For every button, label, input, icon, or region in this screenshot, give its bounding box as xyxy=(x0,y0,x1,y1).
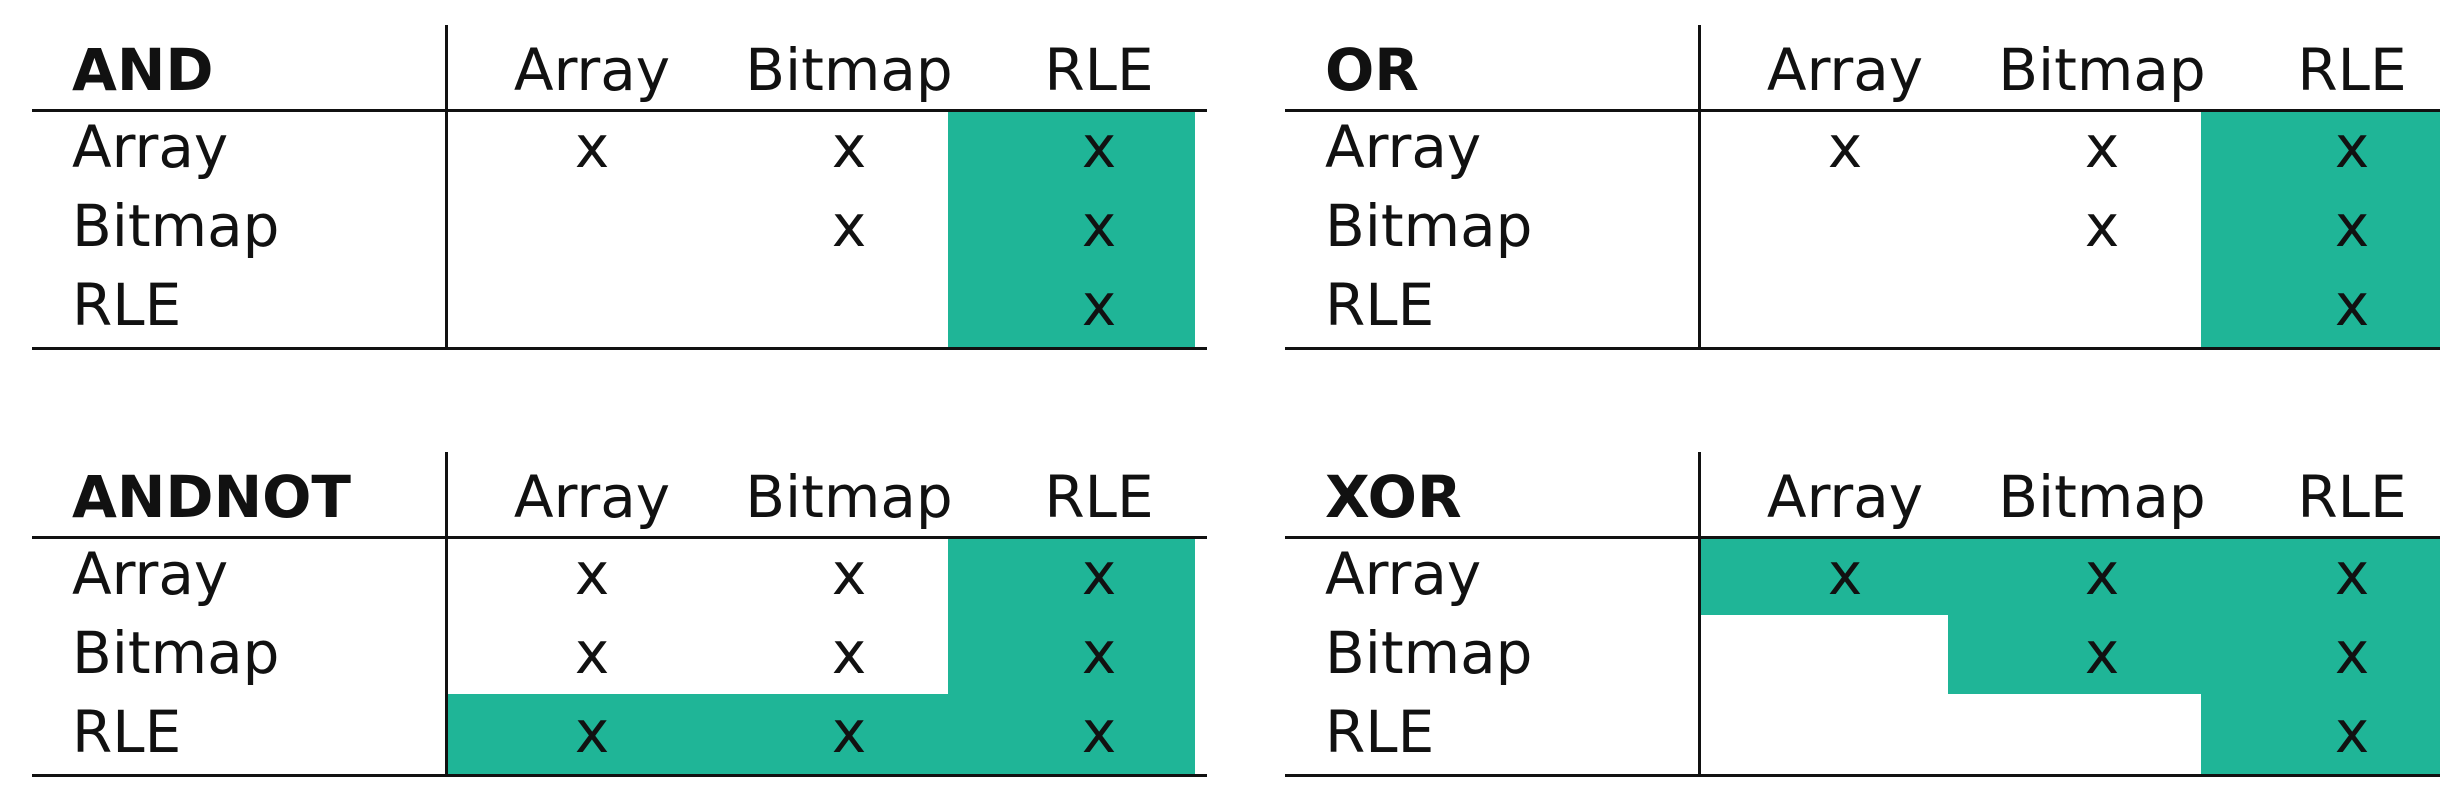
row-header: Array xyxy=(72,540,229,608)
highlight-cell xyxy=(948,188,1195,267)
cell-mark: x xyxy=(2334,698,2370,766)
column-header: Array xyxy=(1766,36,1924,104)
header-rule xyxy=(32,109,1207,112)
row-header: RLE xyxy=(1325,271,1435,339)
column-header: Bitmap xyxy=(1998,36,2206,104)
cell-mark: x xyxy=(831,192,867,260)
column-header: RLE xyxy=(2297,36,2407,104)
cell-mark: x xyxy=(2084,113,2120,181)
highlight-cell xyxy=(1948,536,2201,615)
row-header: RLE xyxy=(72,271,182,339)
cell-mark: x xyxy=(1081,540,1117,608)
row-header: Array xyxy=(1325,113,1482,181)
column-header: Bitmap xyxy=(1998,463,2206,531)
column-divider xyxy=(1698,25,1701,350)
row-header: Array xyxy=(1325,540,1482,608)
cell-mark: x xyxy=(1081,619,1117,687)
header-rule xyxy=(32,536,1207,539)
row-header: Bitmap xyxy=(1325,619,1533,687)
bottom-rule xyxy=(1285,774,2440,777)
cell-mark: x xyxy=(574,540,610,608)
row-header: Array xyxy=(72,113,229,181)
cell-mark: x xyxy=(574,619,610,687)
highlight-cell xyxy=(448,694,695,774)
cell-mark: x xyxy=(1081,698,1117,766)
cell-mark: x xyxy=(2334,619,2370,687)
column-header: Bitmap xyxy=(745,36,953,104)
highlight-cell xyxy=(2201,188,2440,267)
operation-title: ANDNOT xyxy=(72,463,351,531)
row-header: Bitmap xyxy=(1325,192,1533,260)
cell-mark: x xyxy=(2334,271,2370,339)
highlight-cell xyxy=(948,109,1195,188)
column-header: RLE xyxy=(1044,463,1154,531)
operation-title: AND xyxy=(72,36,214,104)
cell-mark: x xyxy=(831,698,867,766)
row-header: RLE xyxy=(72,698,182,766)
cell-mark: x xyxy=(574,698,610,766)
highlight-cell xyxy=(1948,615,2201,694)
bottom-rule xyxy=(32,774,1207,777)
cell-mark: x xyxy=(2334,540,2370,608)
cell-mark: x xyxy=(1827,540,1863,608)
column-header: RLE xyxy=(1044,36,1154,104)
cell-mark: x xyxy=(1081,113,1117,181)
cell-mark: x xyxy=(1081,271,1117,339)
bottom-rule xyxy=(32,347,1207,350)
operation-title: OR xyxy=(1325,36,1419,104)
cell-mark: x xyxy=(2334,113,2370,181)
column-header: RLE xyxy=(2297,463,2407,531)
cell-mark: x xyxy=(831,113,867,181)
row-header: Bitmap xyxy=(72,192,280,260)
column-header: Array xyxy=(513,463,671,531)
column-header: Bitmap xyxy=(745,463,953,531)
cell-mark: x xyxy=(1827,113,1863,181)
highlight-cell xyxy=(948,267,1195,347)
highlight-cell xyxy=(695,694,948,774)
header-rule xyxy=(1285,109,2440,112)
row-header: Bitmap xyxy=(72,619,280,687)
highlight-cell xyxy=(948,694,1195,774)
cell-mark: x xyxy=(2334,192,2370,260)
cell-mark: x xyxy=(2084,540,2120,608)
cell-mark: x xyxy=(1081,192,1117,260)
highlight-cell xyxy=(2201,109,2440,188)
column-header: Array xyxy=(1766,463,1924,531)
header-rule xyxy=(1285,536,2440,539)
highlight-cell xyxy=(948,615,1195,694)
highlight-cell xyxy=(948,536,1195,615)
highlight-cell xyxy=(2201,694,2440,774)
cell-mark: x xyxy=(574,113,610,181)
column-divider xyxy=(445,25,448,350)
operation-title: XOR xyxy=(1325,463,1462,531)
column-divider xyxy=(1698,452,1701,777)
row-header: RLE xyxy=(1325,698,1435,766)
highlight-cell xyxy=(2201,536,2440,615)
cell-mark: x xyxy=(2084,192,2120,260)
column-header: Array xyxy=(513,36,671,104)
highlight-cell xyxy=(1701,536,1948,615)
column-divider xyxy=(445,452,448,777)
cell-mark: x xyxy=(831,619,867,687)
bottom-rule xyxy=(1285,347,2440,350)
highlight-cell xyxy=(2201,615,2440,694)
cell-mark: x xyxy=(831,540,867,608)
highlight-cell xyxy=(2201,267,2440,347)
cell-mark: x xyxy=(2084,619,2120,687)
